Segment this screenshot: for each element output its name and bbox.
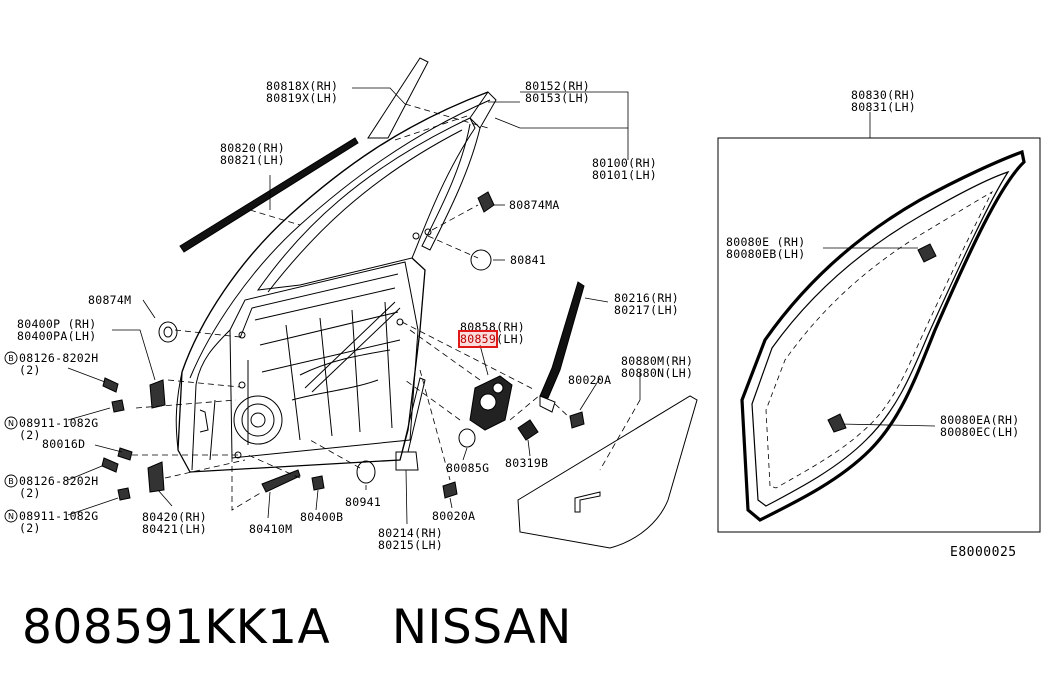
weatherstrip-80830 <box>740 149 1026 522</box>
bolt-marks <box>4 351 18 523</box>
moulding-80820 <box>179 137 359 253</box>
part-number: 808591KK1A <box>22 600 331 655</box>
nut-08911a <box>111 399 125 413</box>
channel-strip-80818 <box>367 57 429 139</box>
label-80818: 80818X(RH)80819X(LH) <box>266 79 339 105</box>
label-80420: 80420(RH)80421(LH) <box>142 510 208 536</box>
check-link-80410M <box>261 469 301 493</box>
label-80941: 80941 <box>345 495 382 509</box>
label-08911-a: 08911-1082G(2) <box>19 416 99 442</box>
clip-80319B <box>517 419 539 441</box>
label-80874MA: 80874MA <box>509 198 560 212</box>
label-80016D: 80016D <box>42 437 86 451</box>
door-shell <box>175 91 497 473</box>
diagram-code: E8000025 <box>950 545 1017 560</box>
grommet-80841 <box>470 249 492 271</box>
hinge-80420 <box>147 461 165 493</box>
grommet-80941 <box>356 460 376 484</box>
grommet-80085G <box>458 428 476 448</box>
screw-80020A-b <box>442 481 458 499</box>
label-80410M: 80410M <box>249 522 293 536</box>
mark-b-2: B <box>8 477 14 486</box>
weatherstrip-box <box>717 137 1041 533</box>
label-80319B: 80319B <box>505 456 549 470</box>
label-80830: 80830(RH)80831(LH) <box>851 88 917 114</box>
label-80216: 80216(RH)80217(LH) <box>614 291 680 317</box>
regulator-80858 <box>469 375 513 431</box>
label-80859: 80859(LH) <box>457 330 526 348</box>
sealing-screen-80880 <box>517 395 698 549</box>
bolt-80016D <box>117 447 133 461</box>
grommet-80874M <box>158 321 178 343</box>
label-80858: 80858(RH) <box>460 320 526 334</box>
mark-b-1: B <box>8 354 14 363</box>
hinge-80400P <box>149 379 166 409</box>
label-80100: 80100(RH)80101(LH) <box>592 156 658 182</box>
label-80400P: 80400P (RH)80400PA(LH) <box>17 317 97 343</box>
label-80080E: 80080E (RH)80080EB(LH) <box>726 235 806 261</box>
nut-08911b <box>117 487 131 501</box>
label-08911-b: 08911-1082G(2) <box>19 509 99 535</box>
label-80152: 80152(RH)80153(LH) <box>525 79 591 105</box>
highlight-80859: 80859 <box>457 330 499 348</box>
mark-n-1: N <box>8 419 14 428</box>
brand-name: NISSAN <box>391 600 572 655</box>
bolt-08126a <box>102 377 119 393</box>
label-80820: 80820(RH)80821(LH) <box>220 141 286 167</box>
label-80085G: 80085G <box>446 461 490 475</box>
label-80841: 80841 <box>510 253 547 267</box>
label-08126-a: 08126-8202H(2) <box>19 351 99 377</box>
label-80214: 80214(RH)80215(LH) <box>378 526 444 552</box>
label-08126-b: 08126-8202H(2) <box>19 474 99 500</box>
screw-80020A-a <box>569 411 585 429</box>
clip-80874MA <box>477 191 495 213</box>
rear-sash-80216 <box>539 281 585 399</box>
mark-n-2: N <box>8 512 14 521</box>
bolt-08126b <box>101 457 119 473</box>
label-80080EA: 80080EA(RH)80080EC(LH) <box>940 413 1020 439</box>
part-caption: 808591KK1A NISSAN <box>22 600 572 655</box>
label-80020A-b: 80020A <box>432 509 476 523</box>
label-80880: 80880M(RH)80880N(LH) <box>621 354 694 380</box>
label-80874M: 80874M <box>88 293 132 307</box>
label-80400B: 80400B <box>300 510 344 524</box>
label-80020A-a: 80020A <box>568 373 612 387</box>
